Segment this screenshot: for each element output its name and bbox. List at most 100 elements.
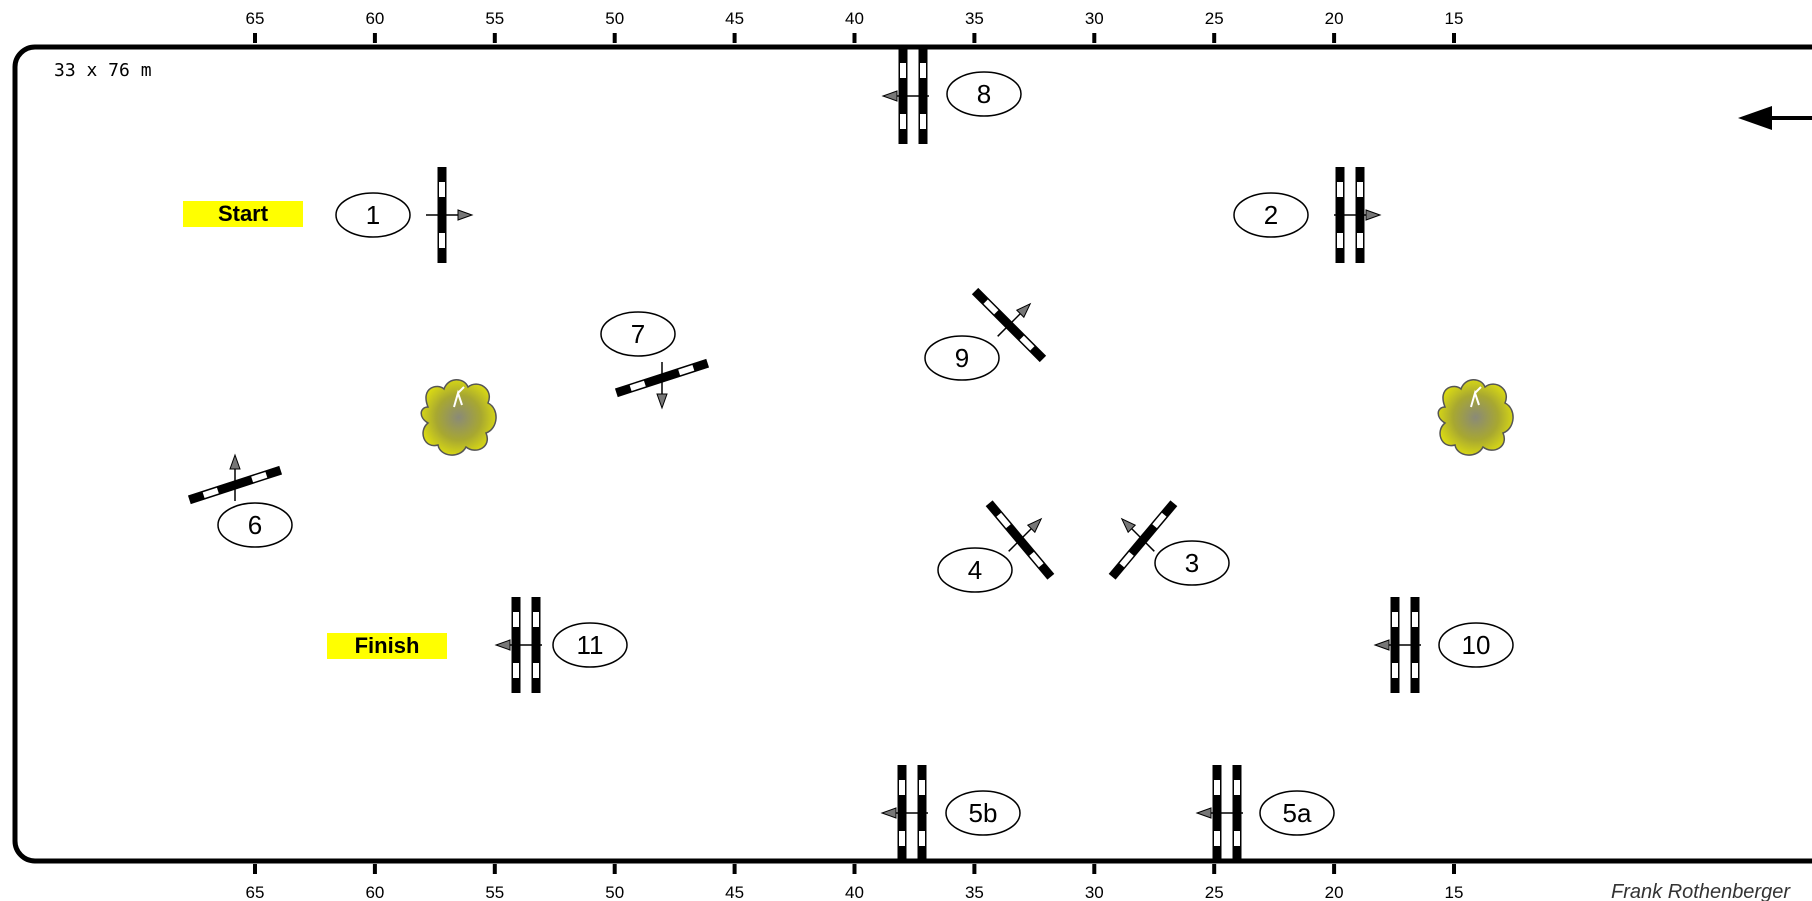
direction-arrow-icon	[881, 90, 929, 102]
start-label-bg	[183, 201, 303, 227]
direction-arrow-icon	[426, 209, 474, 221]
obstacle-number: 7	[631, 319, 645, 349]
obstacle-number: 5b	[969, 798, 998, 828]
scale-tick-label: 45	[725, 9, 744, 28]
author-credit: Frank Rothenberger	[1611, 881, 1791, 901]
number-badge	[924, 335, 1000, 381]
scale-tick-label: 15	[1445, 9, 1464, 28]
obstacle-5a: 5a	[1195, 765, 1335, 861]
scale-tick	[612, 864, 617, 874]
start-label: Start	[183, 201, 303, 227]
arena-border	[12, 44, 1812, 864]
scale-tick	[972, 33, 977, 43]
finish-label-text: Finish	[355, 633, 420, 658]
scale-tick	[612, 33, 617, 43]
number-badge	[1438, 622, 1514, 668]
arena-dimensions: 33 x 76 m	[54, 60, 152, 81]
obstacle-9: 9	[924, 287, 1047, 381]
number-badge	[600, 311, 676, 357]
scale-tick	[732, 864, 737, 874]
obstacle-number: 2	[1264, 200, 1278, 230]
shrub-icon	[1437, 379, 1514, 456]
scale-tick-label: 55	[485, 9, 504, 28]
direction-arrow-icon	[656, 362, 668, 410]
scale-tick	[732, 33, 737, 43]
scale-tick-label: 35	[965, 9, 984, 28]
scale-tick-label: 55	[485, 883, 504, 901]
scale-tick	[1212, 33, 1217, 43]
scale-tick	[492, 33, 497, 43]
scale-tick-label: 40	[845, 883, 864, 901]
direction-arrow-icon	[1334, 209, 1382, 221]
scale-tick-label: 60	[365, 9, 384, 28]
direction-arrow-icon	[997, 302, 1032, 337]
scale-tick	[1092, 33, 1097, 43]
scale-tick-label: 65	[246, 883, 265, 901]
finish-label-bg	[327, 633, 447, 659]
scale-tick	[1092, 864, 1097, 874]
shrub-icon	[420, 379, 497, 456]
obstacle-3: 3	[1108, 500, 1230, 586]
obstacle-number: 4	[968, 555, 982, 585]
start-label-text: Start	[218, 201, 269, 226]
obstacle-8: 8	[881, 48, 1022, 144]
arrow-left-icon	[1738, 106, 1812, 130]
number-badge	[937, 547, 1013, 593]
scale-tick	[1212, 864, 1217, 874]
number-badge	[217, 502, 293, 548]
scale-tick	[492, 864, 497, 874]
direction-arrow-icon	[494, 639, 542, 651]
number-badge	[1259, 790, 1335, 836]
scale-tick	[852, 864, 857, 874]
scale-tick-label: 40	[845, 9, 864, 28]
number-badge	[335, 192, 411, 238]
scale-tick-label: 30	[1085, 883, 1104, 901]
scale-tick	[972, 864, 977, 874]
scale-tick-label: 50	[605, 9, 624, 28]
scale-tick-label: 20	[1325, 883, 1344, 901]
scale-top: 65 60 55 50 45 40 35 30 25 20 15	[246, 9, 1464, 43]
scale-bottom: 65 60 55 50 45 40 35 30 25 20 15	[246, 864, 1464, 901]
number-badge	[1154, 540, 1230, 586]
obstacles-layer: 1 2 3 4 5a 5b 6 7 8 9 10 11	[187, 48, 1514, 861]
scale-tick-label: 65	[246, 9, 265, 28]
scale-tick-label: 50	[605, 883, 624, 901]
scale-tick	[852, 33, 857, 43]
finish-label: Finish	[327, 633, 447, 659]
scale-tick-label: 25	[1205, 883, 1224, 901]
scale-tick	[1332, 864, 1337, 874]
scale-tick	[1452, 864, 1456, 874]
obstacle-number: 8	[977, 79, 991, 109]
number-badge	[946, 71, 1022, 117]
number-badge	[1233, 192, 1309, 238]
scale-tick	[1452, 33, 1456, 43]
direction-arrow-icon	[229, 453, 241, 501]
number-badge	[552, 622, 628, 668]
scale-tick-label: 25	[1205, 9, 1224, 28]
scale-tick	[372, 864, 377, 874]
obstacle-10: 10	[1373, 597, 1514, 693]
obstacle-1: 1	[335, 167, 474, 263]
obstacle-number: 9	[955, 343, 969, 373]
direction-arrow-icon	[880, 807, 928, 819]
obstacle-11: 11	[494, 597, 628, 693]
obstacle-number: 5a	[1283, 798, 1312, 828]
obstacle-6: 6	[187, 453, 293, 548]
scale-tick-label: 35	[965, 883, 984, 901]
obstacle-number: 11	[577, 630, 604, 660]
scale-tick	[253, 33, 257, 43]
scale-tick-label: 60	[365, 883, 384, 901]
obstacle-number: 10	[1462, 630, 1491, 660]
direction-arrow-icon	[1120, 517, 1155, 552]
direction-arrow-icon	[1373, 639, 1421, 651]
obstacle-number: 6	[248, 510, 262, 540]
scale-tick	[253, 864, 257, 874]
scale-tick-label: 30	[1085, 9, 1104, 28]
obstacle-number: 3	[1185, 548, 1199, 578]
scale-tick-label: 15	[1445, 883, 1464, 901]
scale-tick-label: 20	[1325, 9, 1344, 28]
obstacle-4: 4	[937, 500, 1055, 593]
obstacle-number: 1	[366, 200, 380, 230]
obstacle-5b: 5b	[880, 765, 1021, 861]
scale-tick-label: 45	[725, 883, 744, 901]
